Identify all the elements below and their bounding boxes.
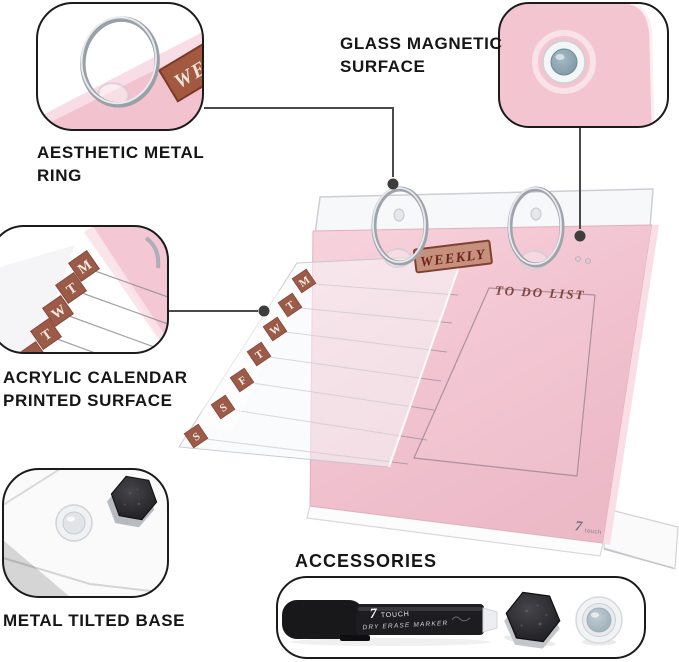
brand-numeral: 7 xyxy=(574,519,584,535)
callout-row-lines xyxy=(56,270,168,353)
label-line: METAL TILTED BASE xyxy=(3,611,186,630)
board-right-acrylic-edge xyxy=(603,225,659,545)
callout-base-fold xyxy=(3,557,168,594)
leader-lines xyxy=(169,107,581,312)
todo-panel-outline xyxy=(413,287,596,477)
leader-dots xyxy=(258,178,586,317)
callout-acrylic-sheet-tint xyxy=(0,245,75,353)
label-metal-tilted-base: METAL TILTED BASE xyxy=(3,609,185,632)
weekly-plate: WEEKLY xyxy=(413,239,493,274)
leader-dot-acrylic xyxy=(258,305,270,317)
brand-logo: 7 touch xyxy=(574,519,602,536)
callout-base-corner-shadow xyxy=(3,540,70,597)
base-right-foot xyxy=(603,508,679,570)
marker-signature xyxy=(451,616,471,622)
label-aesthetic-metal-ring: AESTHETIC METAL RING xyxy=(37,141,204,187)
callout-base-border xyxy=(2,468,169,598)
callout-ring-border xyxy=(36,2,204,131)
callout-base-top-edge xyxy=(3,469,61,506)
day-tab: M xyxy=(291,268,317,294)
callout-tab-letter: F xyxy=(26,350,42,367)
label-acrylic-calendar-printed-surface: ACRYLIC CALENDAR PRINTED SURFACE xyxy=(3,366,188,412)
base-shadow-line xyxy=(603,548,674,569)
day-tab: F xyxy=(229,367,255,393)
label-line: RING xyxy=(37,166,82,185)
dry-erase-marker: 7 TOUCH DRY ERASE MARKER xyxy=(282,600,498,646)
sheet-right-edge-highlight xyxy=(388,254,464,468)
label-line: SURFACE xyxy=(340,57,426,76)
label-line: ACCESSORIES xyxy=(295,551,438,571)
todo-list-panel: TO DO LIST xyxy=(413,283,596,477)
callout-glass-edge-highlight xyxy=(629,3,655,127)
hex-eraser-magnet xyxy=(503,591,561,649)
day-tab-letter: S xyxy=(218,401,230,414)
metal-ring-right xyxy=(507,186,591,270)
day-tab: W xyxy=(262,316,288,342)
callout-ring-pink-edge-highlight xyxy=(37,32,203,129)
callout-glass-border xyxy=(498,2,669,128)
day-tabs: M T W T F S S xyxy=(183,268,317,449)
brand-name: touch xyxy=(584,528,602,536)
callout-magnet-zoom xyxy=(532,30,596,94)
label-line: PRINTED SURFACE xyxy=(3,391,173,410)
accessories-section: 7 TOUCH DRY ERASE MARKER xyxy=(276,576,646,659)
callout-ring-sliver xyxy=(144,236,161,269)
label-line: ACRYLIC CALENDAR xyxy=(3,368,188,387)
label-line: GLASS MAGNETIC xyxy=(340,34,503,53)
metal-ring-left xyxy=(371,186,429,268)
round-glass-magnet xyxy=(575,596,623,646)
day-tab: S xyxy=(210,394,236,420)
callout-acrylic-edge-highlight xyxy=(84,226,168,353)
day-tab-letter: S xyxy=(191,430,203,443)
label-glass-magnetic-surface: GLASS MAGNETIC SURFACE xyxy=(340,32,502,78)
day-tab: T xyxy=(246,341,272,367)
day-tab: T xyxy=(277,292,303,318)
marker-label: DRY ERASE MARKER xyxy=(362,620,448,631)
callout-metal-base xyxy=(2,468,169,598)
leader-dot-ring xyxy=(387,178,399,190)
marker-brand-name: TOUCH xyxy=(381,611,410,619)
callout-acrylic-border xyxy=(0,225,169,354)
leader-dot-glass xyxy=(574,230,586,242)
callout-weekly-plate-fragment: WE xyxy=(157,42,203,103)
leader-ring xyxy=(204,107,394,177)
callout-glass-magnet xyxy=(498,2,669,128)
ring-hole-left xyxy=(393,208,405,222)
todo-title: TO DO LIST xyxy=(495,283,586,303)
day-tab: S xyxy=(183,423,209,449)
marker-brand-numeral: 7 xyxy=(369,607,378,622)
callout-ring-zoom xyxy=(80,16,160,108)
label-line: AESTHETIC METAL xyxy=(37,143,205,162)
ring-hole-right xyxy=(530,207,542,221)
callout-metal-ring: WE xyxy=(36,2,204,131)
callout-round-magnet xyxy=(55,504,93,542)
callout-acrylic-surface: M T W T F xyxy=(0,225,169,367)
weekly-flip-calendar-product: M T W T F S S TO DO LIST xyxy=(178,186,679,570)
label-accessories: ACCESSORIES xyxy=(295,550,437,573)
callout-day-tabs: M T W T F xyxy=(16,249,101,367)
callout-hex-magnet xyxy=(107,475,158,528)
